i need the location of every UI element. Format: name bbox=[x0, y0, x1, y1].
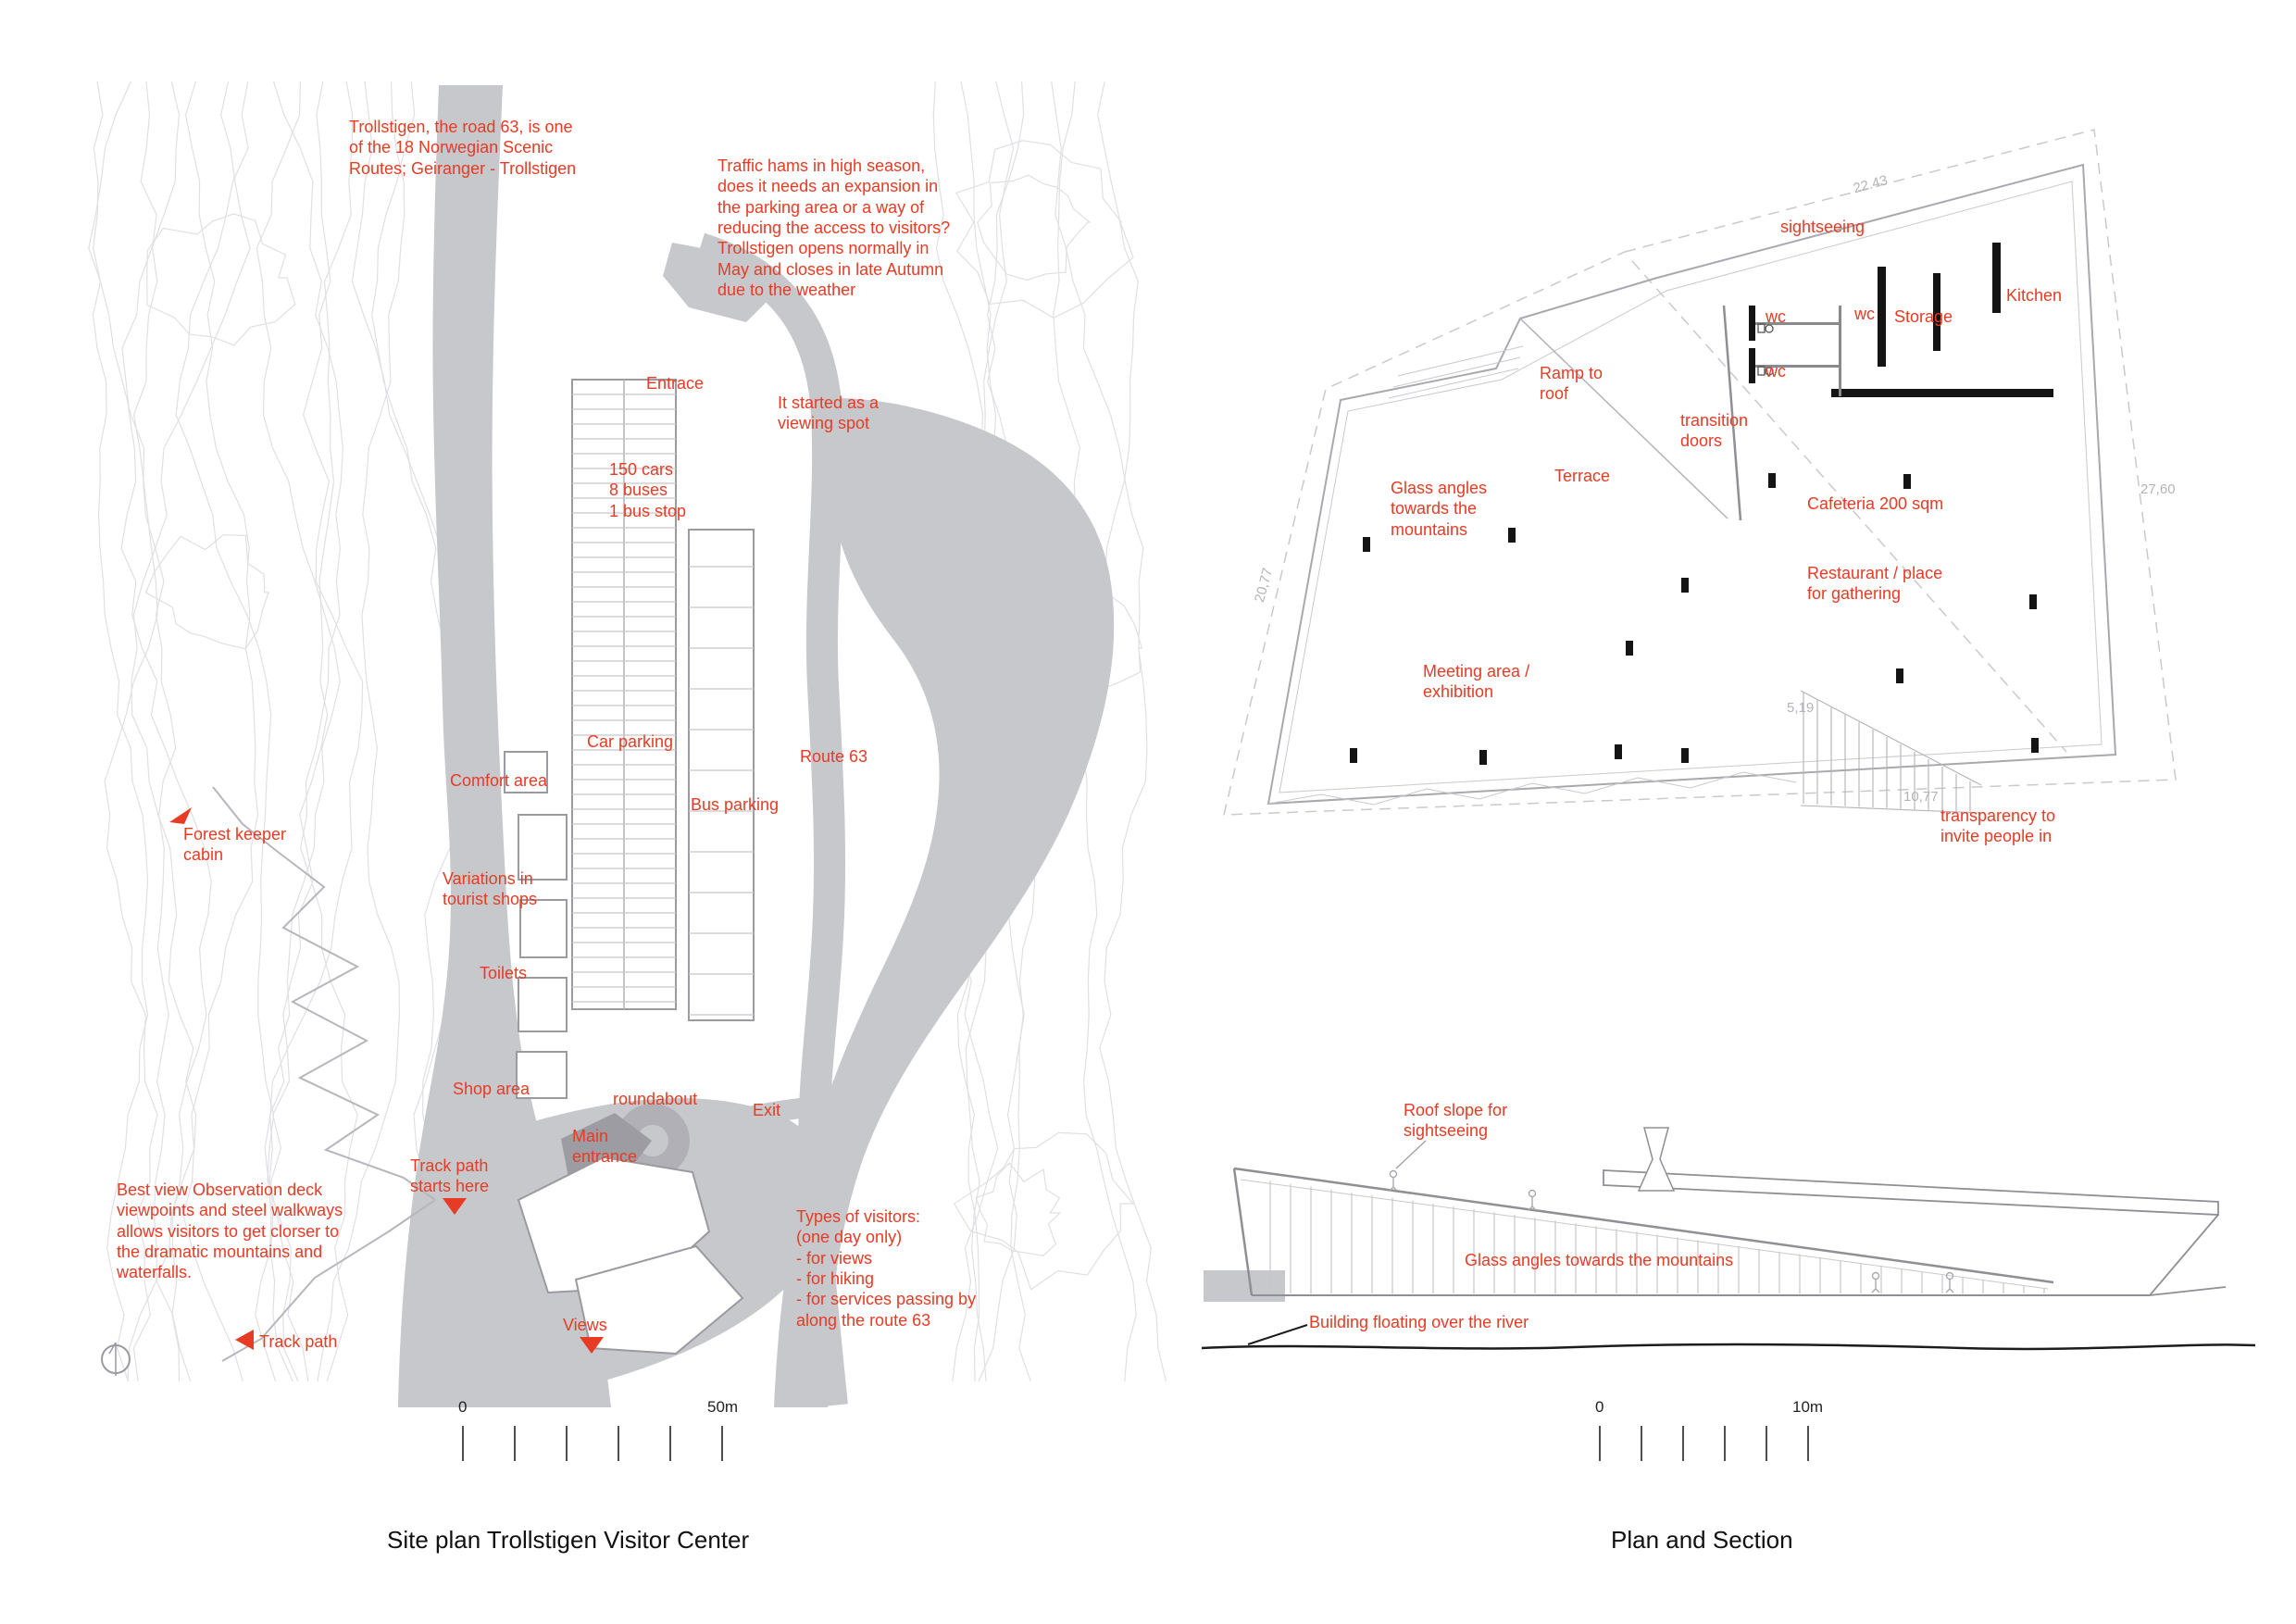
forest-keeper-flag-icon bbox=[169, 807, 192, 824]
roof-slope-label: Roof slope for sightseeing bbox=[1404, 1101, 1508, 1141]
site-plan-caption: Site plan Trollstigen Visitor Center bbox=[387, 1526, 750, 1554]
kitchen-label: Kitchen bbox=[2006, 286, 2063, 305]
entrance-road-patch bbox=[663, 243, 774, 322]
dim-stairs: 5,19 bbox=[1787, 700, 1815, 716]
building-floating-label: Building floating over the river bbox=[1309, 1313, 1529, 1331]
scenic-route-note: Trollstigen, the road 63, is one of the … bbox=[349, 118, 577, 178]
storage-label: Storage bbox=[1894, 307, 1953, 326]
people-figures bbox=[1389, 1169, 1954, 1293]
car-parking-label: Car parking bbox=[587, 732, 674, 751]
track-start-label: Track path starts here bbox=[410, 1156, 490, 1196]
track-path-line bbox=[212, 786, 436, 1201]
wc-fixture-icons bbox=[1757, 323, 1774, 376]
entrance-label: Entrace bbox=[646, 374, 705, 393]
stairs bbox=[1800, 690, 1982, 814]
floor-plan-drawing bbox=[1223, 129, 2177, 816]
transition-doors-label: transition doors bbox=[1680, 411, 1749, 451]
section-drawing bbox=[1201, 1127, 2256, 1351]
site-scale-start-label: 0 bbox=[458, 1398, 468, 1416]
traffic-note: Traffic hams in high season, does it nee… bbox=[718, 156, 951, 299]
compass-icon bbox=[101, 1342, 131, 1376]
terrace-label: Terrace bbox=[1554, 467, 1611, 485]
valley-shade bbox=[774, 398, 1115, 1407]
site-scale-bar bbox=[462, 1426, 723, 1461]
section-scale-end-label: 10m bbox=[1792, 1398, 1824, 1416]
restaurant-label: Restaurant / place for gathering bbox=[1807, 564, 1943, 604]
site-scale-end-label: 50m bbox=[707, 1398, 739, 1416]
cafeteria-label: Cafeteria 200 sqm bbox=[1807, 494, 1944, 513]
ground-line bbox=[1201, 1343, 2256, 1351]
visitor-types-note: Types of visitors: (one day only) - for … bbox=[796, 1207, 977, 1330]
wc-label-3: wc bbox=[1766, 362, 1786, 381]
roundabout-label: roundabout bbox=[613, 1090, 698, 1108]
dim-bottom: 10,77 bbox=[1903, 789, 1939, 805]
route-63-label: Route 63 bbox=[800, 747, 868, 766]
ramp-to-roof-label: Ramp to roof bbox=[1540, 364, 1603, 404]
columns bbox=[1350, 473, 2039, 765]
main-entrance-label: Main entrance bbox=[572, 1127, 638, 1167]
views-arrow-icon bbox=[580, 1337, 604, 1354]
track-path-arrow-icon bbox=[235, 1330, 254, 1350]
wc-label-2: wc bbox=[1854, 305, 1875, 323]
track-path-label: Track path bbox=[259, 1332, 338, 1351]
skylight-funnel bbox=[1637, 1127, 1676, 1192]
meeting-area-label: Meeting area / exhibition bbox=[1423, 662, 1530, 702]
shop-area-label: Shop area bbox=[453, 1080, 530, 1098]
toilets-label: Toilets bbox=[480, 964, 528, 982]
car-parking-lot bbox=[571, 379, 755, 1021]
viewing-spot-note: It started as a viewing spot bbox=[778, 394, 880, 433]
visitor-center-building bbox=[517, 1113, 744, 1355]
service-buildings bbox=[504, 751, 568, 1099]
best-view-note: Best view Observation deck viewpoints an… bbox=[117, 1181, 343, 1282]
dim-right: 27,60 bbox=[2140, 481, 2176, 497]
glass-angles-plan-label: Glass angles towards the mountains bbox=[1391, 479, 1488, 539]
tourist-shops-label: Variations in tourist shops bbox=[443, 869, 538, 909]
transparency-label: transparency to invite people in bbox=[1940, 806, 2056, 846]
exit-label: Exit bbox=[753, 1101, 781, 1119]
track-start-arrow-icon bbox=[443, 1198, 467, 1215]
wc-label-1: wc bbox=[1766, 307, 1786, 326]
views-label: Views bbox=[563, 1316, 607, 1334]
sightseeing-label: sightseeing bbox=[1780, 218, 1866, 236]
forest-keeper-label: Forest keeper cabin bbox=[183, 825, 287, 865]
section-scale-start-label: 0 bbox=[1595, 1398, 1604, 1416]
capacity-note: 150 cars 8 buses 1 bus stop bbox=[609, 460, 687, 520]
plan-section-caption: Plan and Section bbox=[1611, 1526, 1793, 1554]
red-markers bbox=[169, 807, 604, 1354]
section-scale-bar bbox=[1599, 1426, 1809, 1461]
river-shape bbox=[398, 85, 611, 1407]
core-walls bbox=[1749, 243, 2053, 397]
bus-parking-label: Bus parking bbox=[691, 795, 780, 814]
glass-angles-section-label: Glass angles towards the mountains bbox=[1465, 1251, 1734, 1269]
comfort-area-label: Comfort area bbox=[450, 771, 548, 790]
